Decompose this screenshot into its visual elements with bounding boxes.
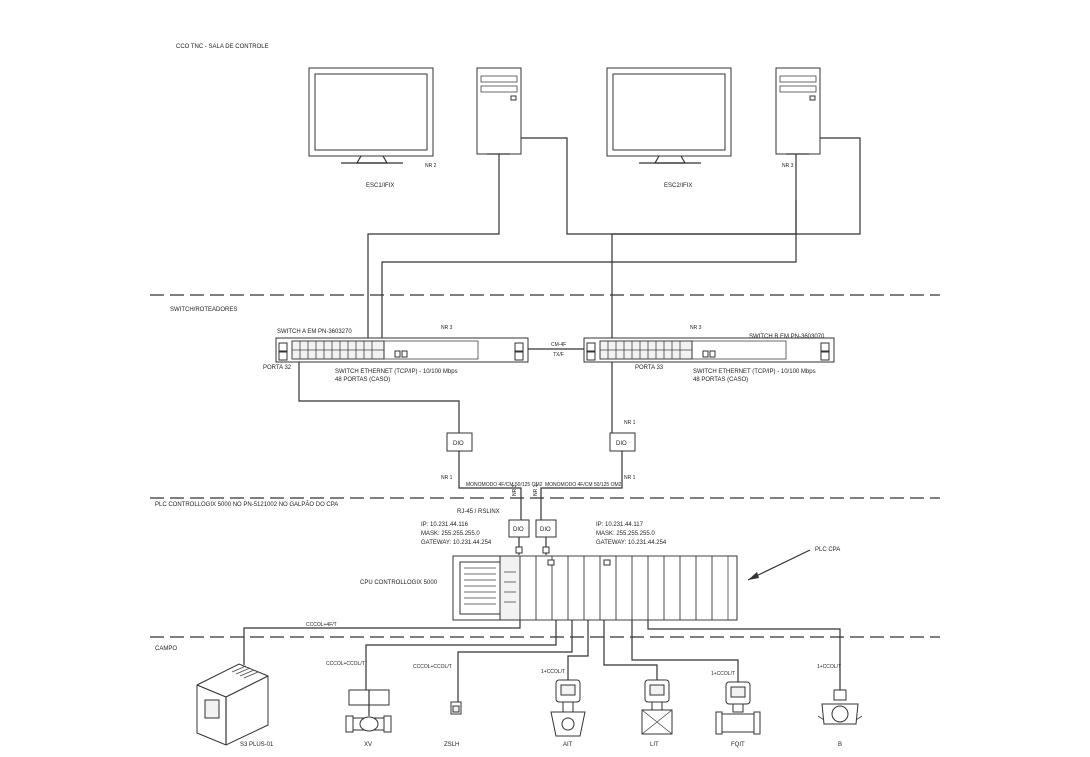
vertical-tag-1: NR 3 — [512, 484, 518, 496]
fiber-right — [540, 451, 623, 520]
station-2-label: ESC2/IFIX — [664, 183, 692, 189]
switch-b-desc1: SWITCH ETHERNET (TCP/IP) - 10/100 Mbps — [693, 369, 816, 375]
switch-a-title: SWITCH A EM PN-3603270 — [277, 329, 352, 335]
zone-label-control-room: CCO TNC - SALA DE CONTROLE — [176, 44, 269, 50]
plc-callout-arrow — [748, 572, 759, 580]
zone-label-switches: SWITCH/ROTEADORES — [170, 307, 237, 313]
switch-a-desc2: 48 PORTAS (CASO) — [335, 377, 390, 383]
fqit-label: FQIT — [731, 742, 745, 748]
switch-a-port: PORTA 32 — [263, 365, 292, 371]
zone-label-plc: PLC CONTROLLOGIX 5000 NO PN-5121002 NO G… — [155, 501, 338, 508]
cable-pc1-switch-a — [367, 154, 500, 338]
switch-b — [583, 337, 835, 363]
power-supply — [196, 663, 269, 746]
plc-callout-label: PLC CPA — [815, 547, 840, 553]
switch-a-desc1: SWITCH ETHERNET (TCP/IP) - 10/100 Mbps — [335, 369, 458, 375]
monitor-1 — [308, 67, 434, 164]
dio-plc-left-label: DIO — [513, 527, 524, 533]
power-label: S3 PLUS-01 — [240, 742, 274, 748]
cable-fqit — [631, 620, 739, 682]
cable-fqit-label: 1+CCOL/T — [711, 671, 735, 677]
dio-left-label: DIO — [453, 441, 464, 447]
cable-b — [647, 620, 841, 690]
transmitter-fqit — [715, 681, 761, 735]
tag-ws2: NR 3 — [782, 163, 794, 169]
rj45-label: RJ-45 / RSLINX — [457, 509, 500, 515]
device-b — [817, 689, 863, 725]
sensor-zslh — [450, 701, 462, 715]
zone-label-field: CAMPO — [155, 646, 177, 652]
switch-b-port: PORTA 33 — [635, 365, 664, 371]
plc-rack — [452, 555, 738, 621]
pc-tower-1 — [476, 67, 522, 155]
cable-switch-a-dio — [298, 362, 460, 433]
dio-right-label: DIO — [616, 441, 627, 447]
switch-b-title: SWITCH B EM PN-3603070 — [749, 334, 825, 340]
switch-a — [275, 337, 529, 363]
plc-gw1: GATEWAY: 10.231.44.254 — [421, 540, 492, 546]
plc-ip1: IP: 10.231.44.116 — [421, 522, 469, 528]
cable-xv-label: CCCOL+CCOL/T — [326, 661, 365, 667]
switch-a-tag: NR 3 — [441, 325, 453, 331]
interswitch-label-bottom: TX/F — [553, 352, 564, 358]
fiber-left-label: MONOMODO 4F/CM 50/125 OM2 — [466, 482, 543, 488]
cable-power — [243, 620, 521, 665]
cable-pc2-switch-a — [381, 200, 797, 338]
vertical-tag-2: NR 1 — [533, 484, 539, 496]
cable-zsl — [457, 620, 573, 702]
plc-mask2: MASK: 255.255.255.0 — [596, 531, 655, 537]
fiber-right-label: MONOMODO 4F/CM 50/125 OM2 — [545, 482, 622, 488]
cable-pc2-switch-b — [611, 137, 861, 338]
switch-b-desc2: 48 PORTAS (CASO) — [693, 377, 748, 383]
dio-plc-links — [518, 537, 547, 555]
cable-b-label: 1+CCOL/T — [817, 664, 841, 670]
transmitter-ait — [550, 679, 586, 737]
valve-xv — [345, 689, 392, 733]
cable-zsl-label: CCCOL+CCOL/T — [413, 664, 452, 670]
port-plc-2 — [542, 546, 550, 554]
zslh-label: ZSLH — [444, 742, 459, 748]
lit-label: LIT — [650, 742, 659, 748]
transmitter-lit — [641, 679, 673, 735]
interswitch-label-top: CM-4F — [551, 342, 566, 348]
tag-right-top: NR 1 — [624, 420, 636, 426]
b-label: B — [838, 742, 842, 748]
tag-ws1: NR 2 — [425, 163, 437, 169]
station-1-label: ESC1/IFIX — [366, 183, 394, 189]
xv-label: XV — [364, 742, 372, 748]
monitor-2 — [606, 67, 732, 164]
plc-ip2: IP: 10.231.44.117 — [596, 522, 644, 528]
pc-tower-2 — [775, 67, 821, 155]
tag-left: NR 1 — [441, 475, 453, 481]
plc-gw2: GATEWAY: 10.231.44.254 — [596, 540, 667, 546]
port-plc-1 — [515, 546, 523, 554]
plc-callout-line — [747, 549, 811, 581]
cable-xv — [365, 620, 557, 690]
cable-power-label: CCCOL+4F/T — [306, 622, 337, 628]
switch-b-tag: NR 3 — [690, 325, 702, 331]
cable-ait-label: 1+CCOL/T — [541, 669, 565, 675]
cable-lit — [603, 620, 658, 680]
tag-right: NR 1 — [624, 475, 636, 481]
cpu-label: CPU CONTROLLOGIX 5000 — [360, 580, 438, 586]
cable-ait — [567, 620, 589, 680]
dio-plc-right-label: DIO — [540, 527, 551, 533]
fiber-left — [458, 451, 522, 520]
ait-label: AIT — [563, 742, 573, 748]
plc-mask1: MASK: 255.255.255.0 — [421, 531, 480, 537]
